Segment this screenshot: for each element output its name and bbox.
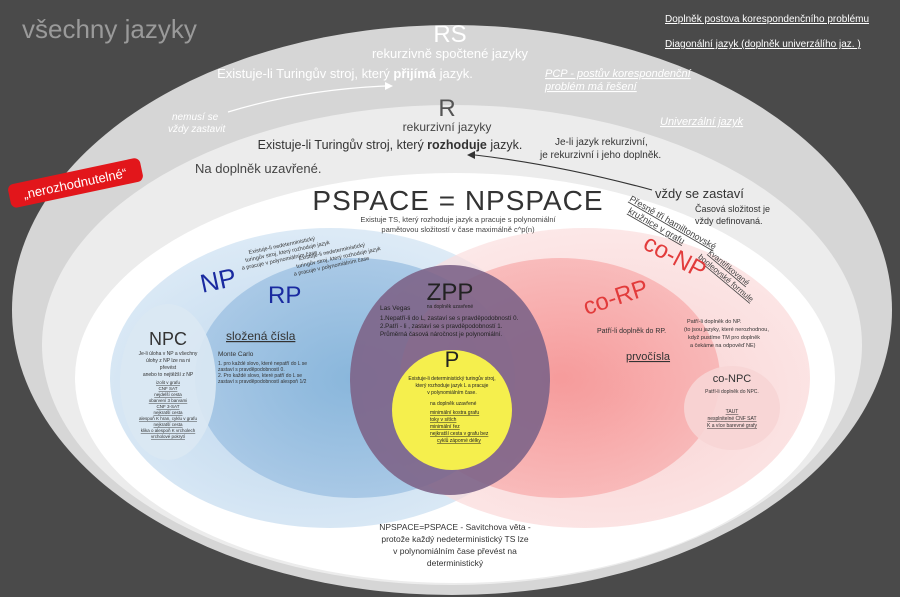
pspace-desc-line1: Existuje TS, který rozhoduje jazyk a pra… [360,215,556,224]
svg-text:Monte Carlo: Monte Carlo [218,351,254,358]
p-region [392,350,512,470]
not-halt-arrowhead [385,82,393,90]
npc-problem-list[interactable]: izolit v grafu CNF SAT nejdelší cesta ob… [139,380,198,439]
rp-title: RP [268,282,301,309]
savitch-line2: protože každý nedeterministický TS lze [381,534,529,544]
svg-text:1.Nepatří-li do L, zastaví se: 1.Nepatří-li do L, zastaví se s pravděpo… [380,315,519,322]
r-subtitle: rekurzivní jazyky [403,120,492,134]
composite-numbers-link[interactable]: složená čísla [226,329,296,343]
npc-problem: klika o alespoň K vrcholech [141,428,196,433]
p-description: Existuje-li deterministický turingův str… [408,375,495,407]
not-halt-arrow [227,85,386,113]
halts-arrow [474,154,653,191]
r-complement-line2: je rekurzivní i jeho doplněk. [539,150,661,161]
r-time-line2: vždy definovaná. [695,216,763,226]
conp-description: Patří-li doplněk do NP. (to jsou jazyky,… [684,319,769,349]
svg-text:2. Pro každé slovo, které patř: 2. Pro každé slovo, které patří do L se [218,373,302,379]
conpc-problem: K a více barevné grafy [707,423,758,429]
svg-text:a čekáme na odpověď NE): a čekáme na odpověď NE) [690,343,756,349]
monte-carlo-block: Monte Carlo 1. pro každé slovo, které ne… [218,351,307,385]
las-vegas-block: Las Vegas 1.Nepatří-li do L, zastaví se … [380,305,519,338]
npc-region [120,304,216,460]
npc-description: Je-li úloha v NP a všechny úlohy z NP lz… [139,351,198,378]
conpc-problem: TAUT [726,409,739,415]
primes-link[interactable]: prvočísla [626,351,671,363]
pcp-link-line1[interactable]: PCP - postův korespondenční [545,68,692,80]
savitch-line3: v polynomiálním čase převést na [393,546,517,556]
r-complement-line1: Je-li jazyk rekurzivní, [555,137,648,148]
zpp-title: ZPP [427,279,474,306]
halts-arrowhead [467,151,475,159]
page-title: všechny jazyky [22,14,197,44]
zpp-subtitle: na doplněk uzavřené [427,304,474,310]
p-problem: cyklů záporné délky [437,437,481,444]
rs-not-halt-line2: vždy zastavit [168,124,226,135]
npc-problem: alespoň K hran, cyklu v grafu [139,416,198,421]
p-problem-list[interactable]: minimální kostra grafu toky v sítích min… [430,410,489,444]
svg-text:Je-li úloha v NP a všechny: Je-li úloha v NP a všechny [139,351,198,357]
svg-text:převést: převést [160,365,177,371]
svg-text:úlohy z NP lze na ni: úlohy z NP lze na ni [146,358,190,364]
svg-text:Patří-li doplněk do NP.: Patří-li doplněk do NP. [687,319,742,325]
np-title: NP [197,262,239,299]
savitch-line1: NPSPACE=PSPACE - Savitchova věta - [379,522,531,532]
npc-problem: obarvení 3 barvami [149,398,188,403]
corp-description: Patří-li doplněk do RP. [597,328,666,335]
svg-text:2.Patří - li , zastaví se s pr: 2.Patří - li , zastaví se s pravděpodobn… [380,323,503,330]
conpc-region [684,366,780,450]
r-title: R [438,95,455,122]
conpc-title: co-NPC [713,373,752,385]
conpc-description: Patří-li doplněk do NPC. [705,389,759,395]
diagonal-language-link[interactable]: Diagonální jazyk (doplněk univerzálího j… [665,39,861,50]
rs-not-halt-line1: nemusí se [172,112,219,123]
svg-text:Existuje-li deterministický tu: Existuje-li deterministický turingův str… [408,375,495,382]
pcp-link-line2[interactable]: problém má řešení [544,81,638,93]
conpc-problem: nesplnitelné CNF SAT [707,416,756,422]
complement-pcp-link[interactable]: Doplněk postova korespondenčního problém… [665,14,869,25]
npc-problem: nejkratší cesta [153,422,183,427]
rs-title: RS [433,21,466,48]
svg-text:zastaví s pravděpodobností ale: zastaví s pravděpodobností alespoň 1/2 [218,379,307,385]
pspace-desc-line2: pamětovou složitostí v čase maximálně c^… [381,225,535,234]
svg-text:který rozhoduje jazyk L a prac: který rozhoduje jazyk L a pracuje [416,383,489,389]
svg-text:Las Vegas: Las Vegas [380,305,411,312]
npc-problem: CNF 3-SAT [157,404,180,409]
conpc-problem-list[interactable]: TAUT nesplnitelné CNF SAT K a více barev… [707,409,758,429]
p-problem: minimální řez [430,424,460,430]
npc-problem: nejdelší cesta [154,392,182,397]
r-time-line1: Časová složitost je [695,204,770,214]
rs-definition: Existuje-li Turingův stroj, který přijím… [217,66,473,81]
npc-problem: izolit v grafu [156,380,181,385]
svg-text:zastaví s pravděpodobností 0.: zastaví s pravděpodobností 0. [218,367,285,373]
svg-text:na doplněk uzavřené: na doplněk uzavřené [430,401,477,407]
npc-problem: CNF SAT [159,386,178,391]
r-halts: vždy se zastaví [655,186,744,201]
svg-text:(to jsou jazyky, které nerozho: (to jsou jazyky, které nerozhodnou, [684,327,769,333]
r-definition: Existuje-li Turingův stroj, který rozhod… [258,138,523,152]
rs-subtitle: rekurzivně spočtené jazyky [372,46,529,61]
r-closure: Na doplněk uzavřené. [195,161,321,176]
svg-text:když pustíme TM pro doplněk: když pustíme TM pro doplněk [688,335,760,341]
savitch-line4: deterministický [427,558,484,568]
p-problem: toky v sítích [430,417,457,423]
universal-language-link[interactable]: Univerzální jazyk [660,116,744,128]
npc-title: NPC [149,329,187,349]
p-title: P [445,347,460,372]
svg-text:anebo to nejtěžší z NP: anebo to nejtěžší z NP [143,372,194,378]
npc-problem: nejkratší cesta [153,410,183,415]
p-problem: minimální kostra grafu [430,410,479,416]
svg-text:Průměrná časová náročnost je p: Průměrná časová náročnost je polynomiáln… [380,331,502,338]
pspace-title: PSPACE = NPSPACE [312,185,603,216]
svg-text:1. pro každé slovo, které nepa: 1. pro každé slovo, které nepatří do L s… [218,361,307,367]
p-problem: nejkratší cesta v grafu bez [430,431,489,437]
svg-text:v polynomiálním čase.: v polynomiálním čase. [427,390,476,396]
npc-problem: vrcholové pokrytí [151,434,186,439]
